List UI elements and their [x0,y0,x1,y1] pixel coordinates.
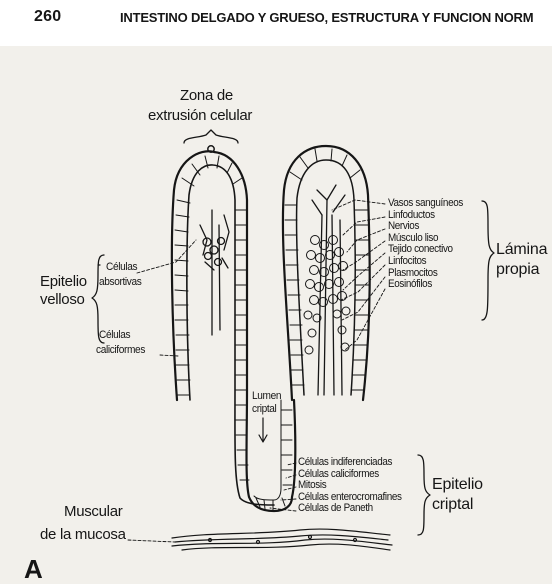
muscular-mucosa-label-line2: de la mucosa [40,526,126,543]
celulas-caliciformes-label-line1: Células [99,329,130,342]
epitelio-criptal-item: Células de Paneth [298,503,402,515]
celulas-absortivas-label-line1: Células [106,261,137,274]
extrusion-bracket [184,130,238,143]
lamina-propia-brace [482,201,494,320]
lamina-propia-item: Eosinófilos [388,279,463,291]
epitelio-criptal-brace [418,455,430,535]
lamina-propia-vessels [312,185,345,395]
lamina-propia-cells [304,236,350,355]
lumen-criptal-label-line2: criptal [252,403,276,416]
celulas-caliciformes-label-line2: caliciformes [96,344,145,357]
extrusion-zone-label-line1: Zona de [180,87,233,104]
epitelio-criptal-title-line1: Epitelio [432,475,483,494]
epitelio-criptal-list: Células indiferenciadas Células calicifo… [298,457,413,515]
lamina-propia-title-line1: Lámina [496,240,547,259]
lamina-propia-list: Vasos sanguíneos Linfoductos Nervios Mús… [388,198,471,291]
left-villus-vessels [200,210,229,335]
lamina-propia-title-line2: propia [496,260,539,279]
extrusion-zone-label-line2: extrusión celular [148,107,252,124]
panel-letter: A [24,556,43,582]
epitelio-criptal-title-line2: criptal [432,495,473,514]
muscularis-mucosa [172,529,392,550]
muscular-mucosa-label-line1: Muscular [64,503,122,520]
epitelio-velloso-label-line2: velloso [40,291,85,308]
crypt-cell-boundaries [254,400,292,510]
celulas-absortivas-label-line2: absortivas [99,276,141,289]
epitelio-velloso-label-line1: Epitelio [40,273,87,290]
lumen-criptal-label-line1: Lumen [252,390,281,403]
left-villus-inner-wall [187,165,274,505]
left-villus-outer-wall [172,151,295,511]
lumen-arrow [259,418,267,442]
